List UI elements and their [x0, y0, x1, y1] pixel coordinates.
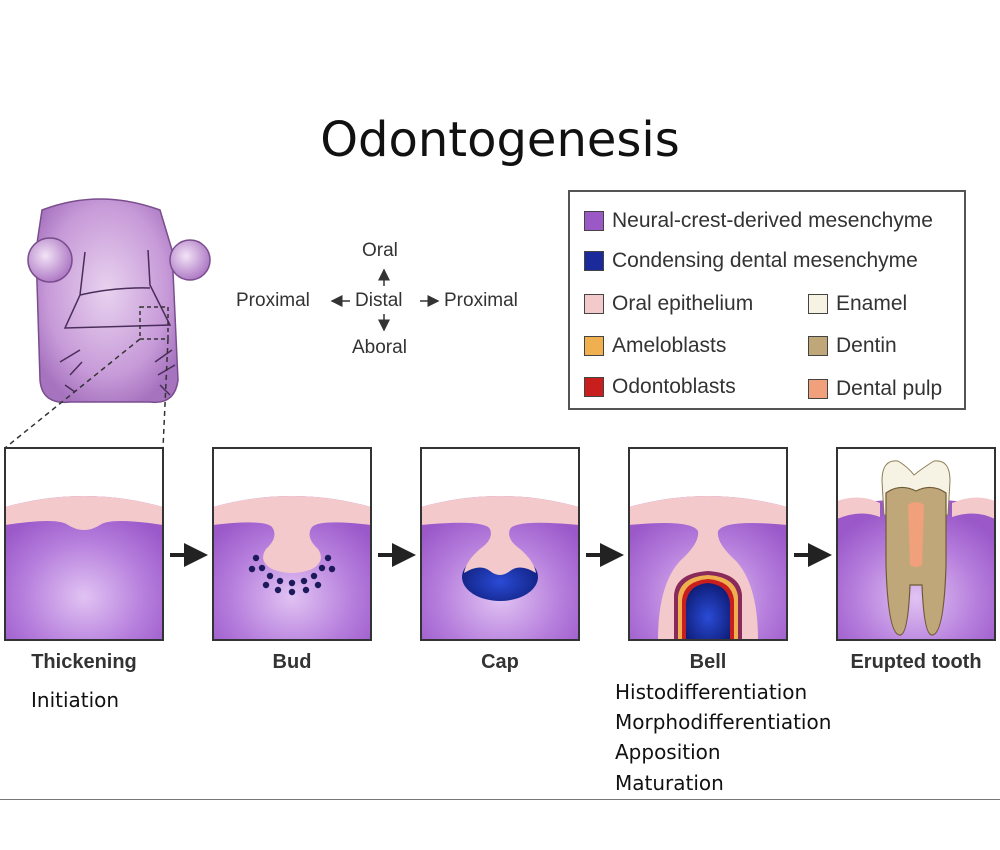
legend-item-oral-epithelium: Oral epithelium — [584, 292, 753, 316]
diagram-title: Odontogenesis — [320, 112, 680, 168]
legend-item-neural-crest-mesenchyme: Neural-crest-derived mesenchyme — [584, 209, 933, 233]
legend-label: Condensing dental mesenchyme — [612, 249, 918, 272]
stage-label-erupted-tooth: Erupted tooth — [850, 651, 982, 673]
stage-erupted-tooth-illustration — [837, 448, 995, 640]
sub-label-apposition: Apposition — [615, 740, 721, 764]
legend-item-condensing-mesenchyme: Condensing dental mesenchyme — [584, 249, 918, 273]
legend-swatch — [584, 251, 604, 271]
legend-label: Ameloblasts — [612, 334, 727, 357]
stage-label-bud: Bud — [272, 651, 312, 673]
sub-label-maturation: Maturation — [615, 771, 724, 795]
orientation-aboral-label: Aboral — [352, 337, 407, 358]
orientation-arrows — [330, 268, 440, 332]
legend-item-odontoblasts: Odontoblasts — [584, 375, 736, 399]
legend-item-dental-pulp: Dental pulp — [808, 377, 942, 401]
legend-item-ameloblasts: Ameloblasts — [584, 334, 726, 358]
orientation-distal-label: Distal — [355, 290, 403, 311]
legend-swatch — [584, 377, 604, 397]
orientation-proximal-right-label: Proximal — [444, 290, 518, 311]
zoom-region-box — [139, 306, 169, 340]
stage-thickening-illustration — [5, 448, 163, 640]
legend-label: Oral epithelium — [612, 292, 754, 315]
legend-item-dentin: Dentin — [808, 334, 897, 358]
sub-label-histodifferentiation: Histodifferentiation — [615, 680, 808, 704]
sub-label-initiation: Initiation — [31, 688, 120, 712]
legend-swatch — [808, 336, 828, 356]
stage-label-cap: Cap — [481, 651, 519, 673]
legend-label: Odontoblasts — [612, 375, 736, 398]
legend-swatch — [808, 294, 828, 314]
orientation-proximal-left-label: Proximal — [236, 290, 310, 311]
legend-label: Enamel — [836, 292, 908, 315]
legend-label: Dentin — [836, 334, 897, 357]
orientation-oral-label: Oral — [362, 240, 398, 261]
stage-bell-illustration — [629, 448, 787, 640]
legend-swatch — [584, 294, 604, 314]
legend-swatch — [584, 336, 604, 356]
embryo-head-illustration — [4, 198, 211, 449]
stage-label-thickening: Thickening — [31, 651, 137, 673]
legend-item-enamel: Enamel — [808, 292, 907, 316]
stage-bud-illustration — [213, 448, 371, 640]
stage-panels — [4, 447, 996, 641]
legend-swatch — [808, 379, 828, 399]
legend-swatch — [584, 211, 604, 231]
bottom-divider — [0, 799, 1000, 800]
legend-label: Dental pulp — [836, 377, 943, 400]
stage-cap-illustration — [421, 448, 579, 640]
legend-label: Neural-crest-derived mesenchyme — [612, 209, 933, 232]
sub-label-morphodifferentiation: Morphodifferentiation — [615, 710, 832, 734]
legend: Neural-crest-derived mesenchyme Condensi… — [568, 190, 966, 410]
stage-label-bell: Bell — [689, 651, 727, 673]
